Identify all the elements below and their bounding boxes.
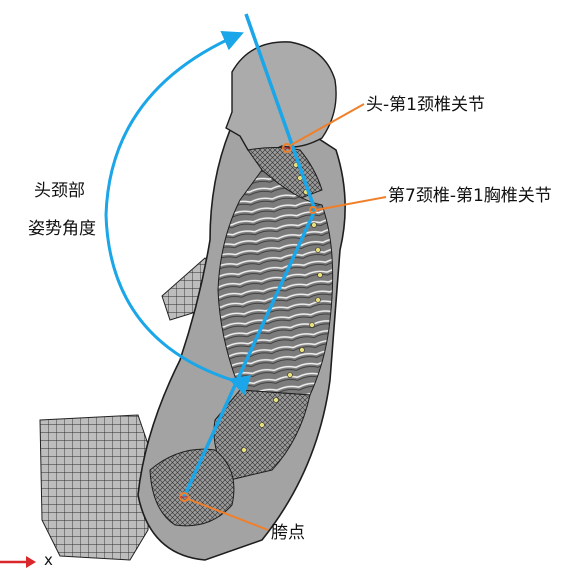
seat-cushion-mesh — [40, 415, 150, 560]
neck-joint-label: 第7颈椎-第1胸椎关节 — [388, 188, 552, 205]
head-joint-label: 头-第1颈椎关节 — [366, 97, 485, 114]
hip-point-label: 胯点 — [271, 525, 305, 542]
posture-angle-label-line2: 姿势角度 — [28, 221, 96, 238]
x-axis-label: x — [44, 553, 53, 568]
posture-angle-label-line1: 头颈部 — [34, 183, 85, 200]
head-shape — [226, 42, 336, 155]
x-axis-arrow — [0, 556, 36, 568]
